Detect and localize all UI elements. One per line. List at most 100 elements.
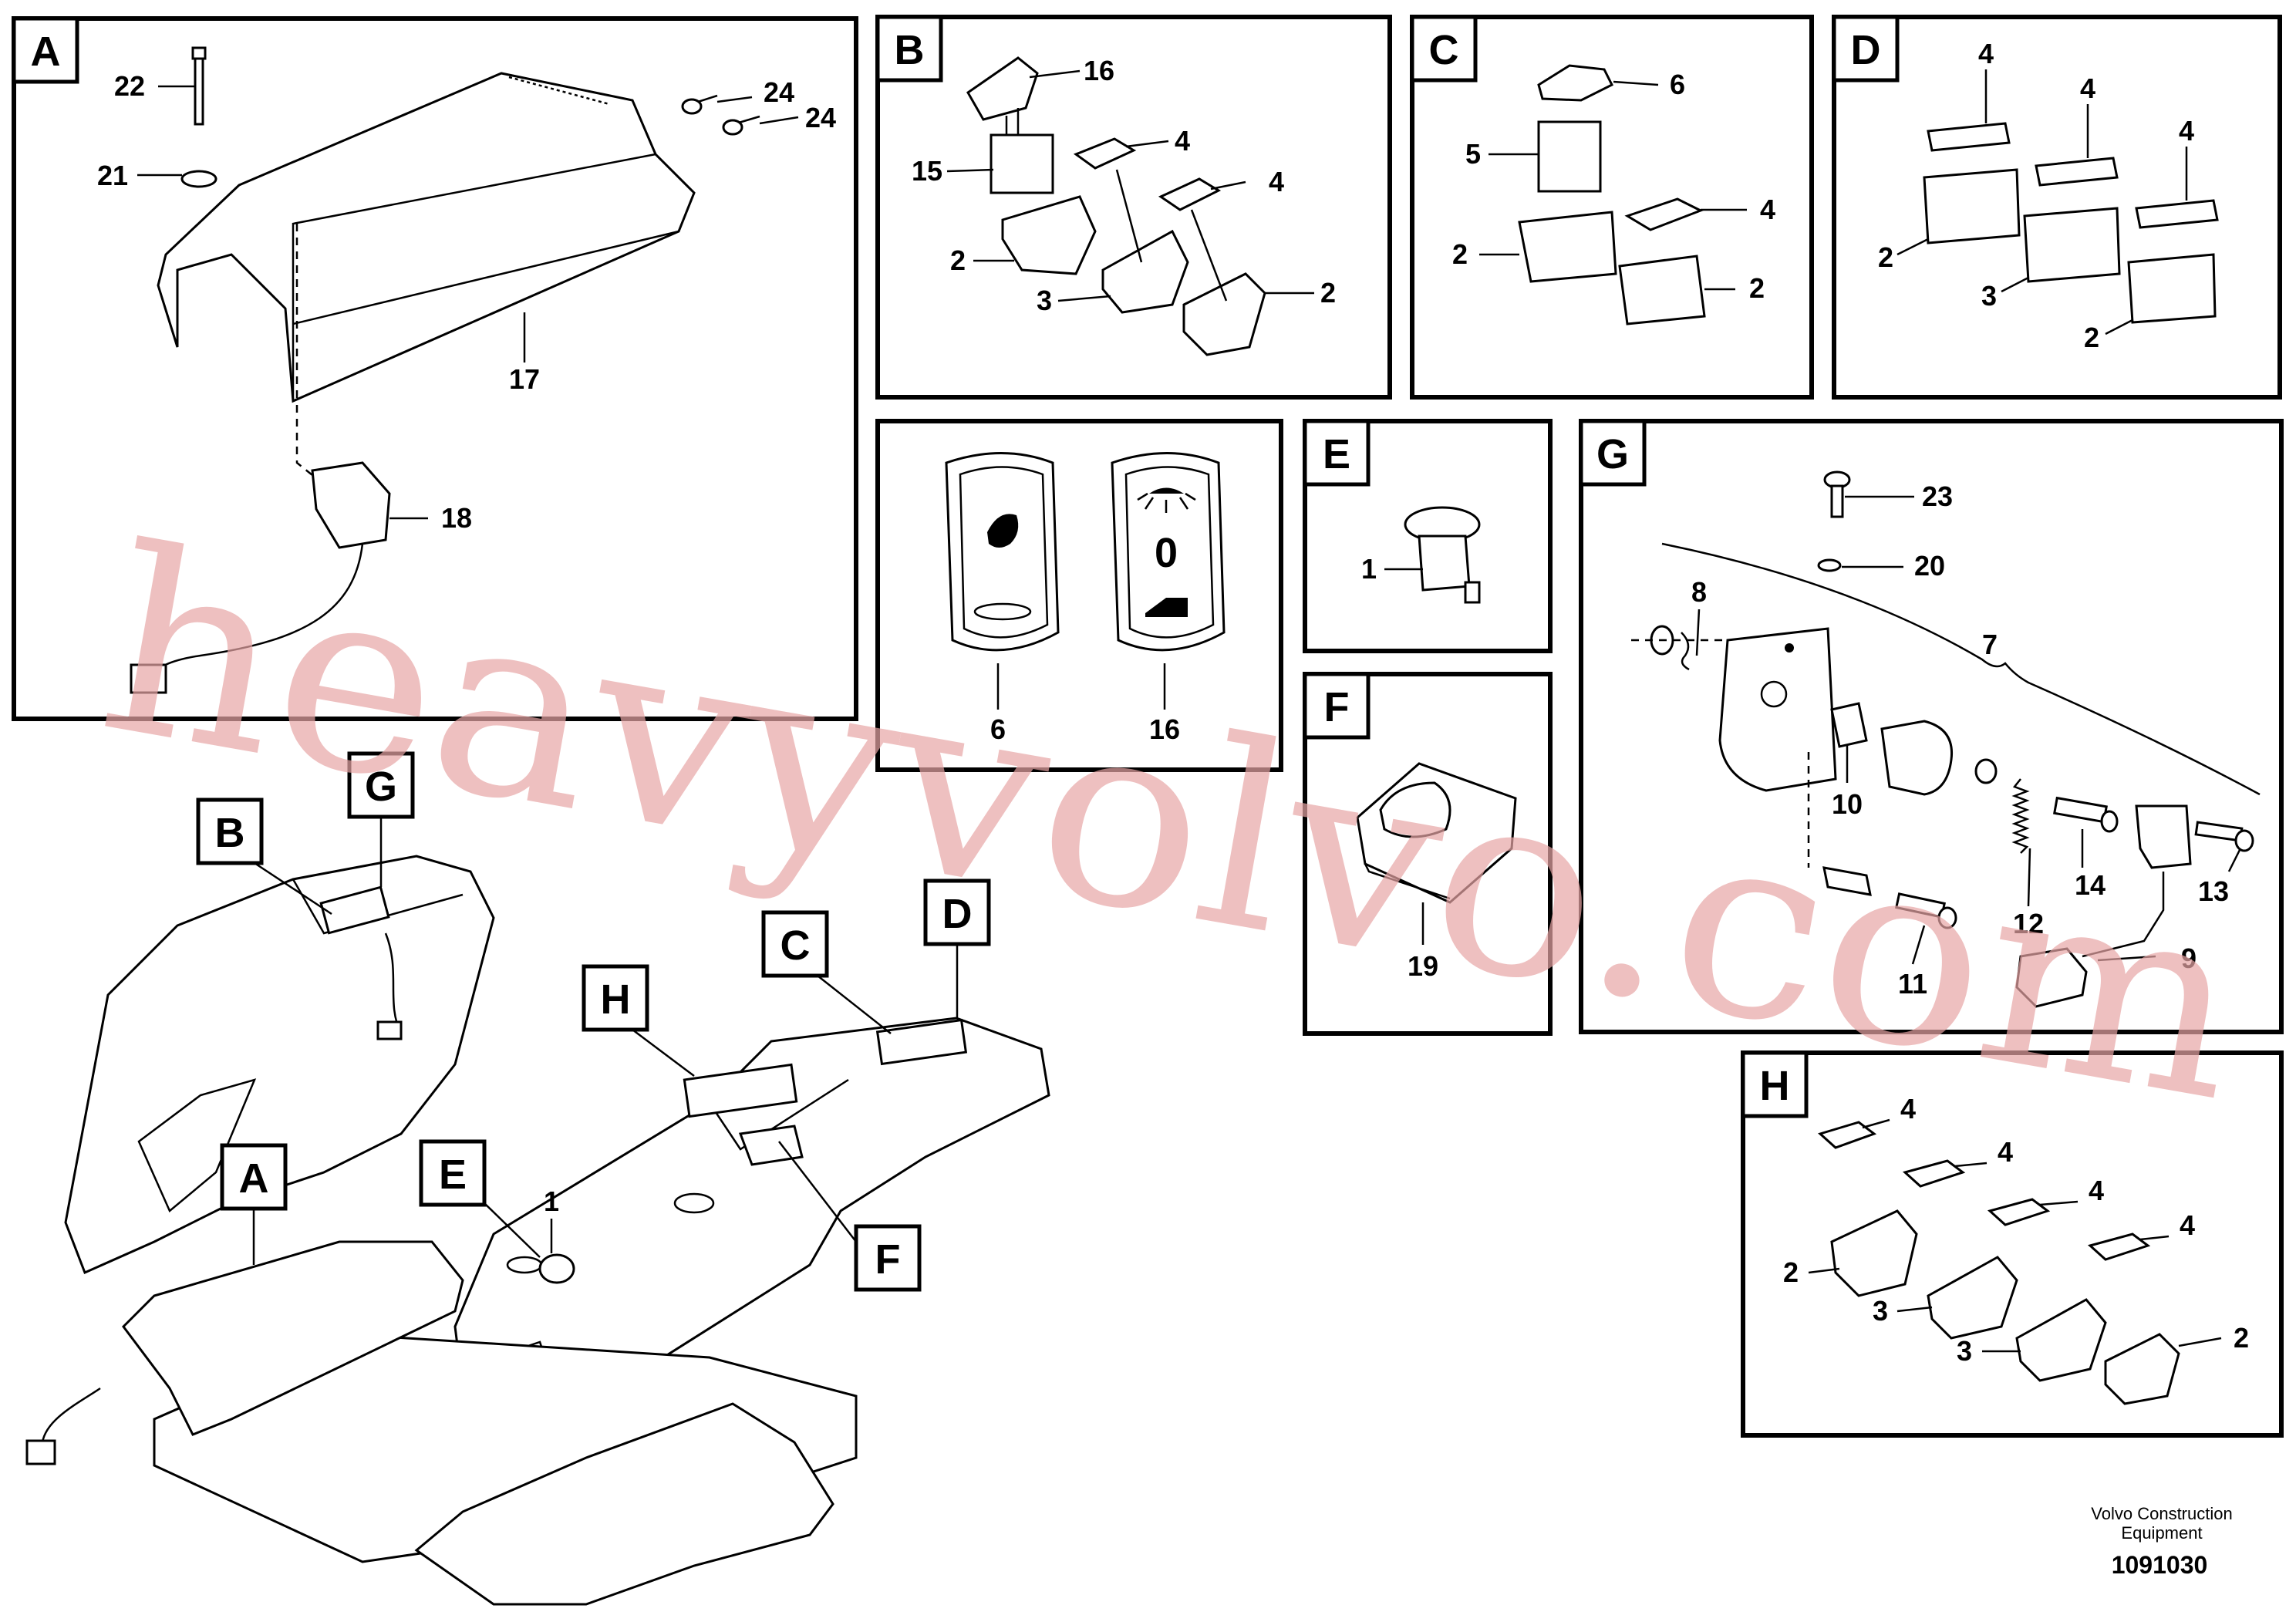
part-label-24a: 24 <box>764 76 794 108</box>
housing-part-3b <box>2015 1298 2107 1382</box>
panel-f-tag: F <box>1324 684 1350 730</box>
part-label-2a: 2 <box>1783 1256 1799 1288</box>
part-label-4b: 4 <box>1998 1136 2013 1168</box>
part-label-4a: 4 <box>1978 38 1994 69</box>
blank-cover-part-4b <box>1902 1159 1966 1188</box>
part-label-11: 11 <box>1898 968 1927 1000</box>
part-label-4b: 4 <box>1269 166 1284 197</box>
part-label-23: 23 <box>1922 481 1953 512</box>
overview-tag-c: C <box>781 922 811 969</box>
part-label-2a: 2 <box>1452 238 1468 270</box>
overview-tag-d: D <box>942 891 973 937</box>
part-label-4d: 4 <box>2180 1209 2195 1241</box>
part-label-3a: 3 <box>1873 1295 1888 1327</box>
panel-g-tag: G <box>1596 431 1629 477</box>
blank-cover-part-4c <box>1987 1198 2051 1226</box>
part-label-17: 17 <box>509 363 540 395</box>
joystick-switch-part-19 <box>1356 762 1517 904</box>
overview-tag-a: A <box>239 1155 269 1202</box>
part-label-2b: 2 <box>2234 1322 2249 1354</box>
overview-tag-e: E <box>439 1152 467 1198</box>
blank-cover-part-4d <box>2087 1233 2151 1261</box>
part-label-2b: 2 <box>1749 272 1765 304</box>
part-label-4c: 4 <box>2179 115 2194 147</box>
housing-part-2a <box>1518 211 1617 283</box>
panel-h-tag: H <box>1760 1063 1790 1109</box>
switch-body-part-5 <box>1537 120 1602 193</box>
housing-part-2b <box>2104 1333 2180 1405</box>
panel-a: A <box>12 16 858 721</box>
spring-part-12 <box>2011 778 2030 854</box>
company-name-line1: Volvo Construction <box>2091 1504 2232 1523</box>
panel-e: E 1 <box>1303 419 1553 653</box>
part-label-6: 6 <box>990 713 1006 745</box>
panel-a-tag: A <box>31 29 61 75</box>
housing-part-2a <box>1001 195 1097 275</box>
zero-symbol: 0 <box>1155 530 1178 576</box>
pin-part-14 <box>2053 796 2119 833</box>
bottom-cover <box>414 1402 834 1606</box>
part-label-19: 19 <box>1408 950 1438 982</box>
part-label-4c: 4 <box>2089 1175 2104 1206</box>
switch-body-part-15 <box>990 108 1054 194</box>
blank-cover-part-4c <box>2135 199 2219 229</box>
washer-part-20 <box>1817 558 1842 572</box>
part-label-1: 1 <box>1361 553 1377 585</box>
overview-tag-h: H <box>601 976 631 1023</box>
part-label-10: 10 <box>1832 788 1863 820</box>
panel-e-tag: E <box>1323 431 1350 477</box>
rocker-face-part-6 <box>945 452 1060 652</box>
rocker-cap-part-16 <box>966 56 1039 121</box>
company-name-line2: Equipment <box>2121 1523 2202 1543</box>
bracket <box>1718 627 1837 792</box>
rocker-cap-part-6 <box>1537 64 1614 102</box>
panel-b-tag: B <box>895 27 925 73</box>
housing-part-3 <box>2023 207 2121 283</box>
damper-knob <box>1880 720 1954 796</box>
left-console <box>64 855 495 1275</box>
harness-part-18 <box>130 405 391 694</box>
screw-part-24a <box>681 94 718 115</box>
assembly-brace-7 <box>1661 542 2261 796</box>
part-label-2a: 2 <box>1878 241 1893 273</box>
part-label-22: 22 <box>114 70 145 102</box>
clip-part-8 <box>1631 625 1728 671</box>
sensor-part-9 <box>2015 804 2192 1008</box>
cover-part-17 <box>157 72 696 403</box>
panel-h: H 4 4 4 4 2 3 3 2 <box>1741 1050 2284 1438</box>
panel-d: D 4 4 4 2 3 2 <box>1832 15 2282 400</box>
part-label-4a: 4 <box>1900 1093 1916 1125</box>
part-label-24b: 24 <box>805 102 836 133</box>
screw-part-24b <box>722 115 760 136</box>
bushing-part-10 <box>1830 702 1868 748</box>
blank-cover-part-4b <box>2035 157 2119 187</box>
part-label-4a: 4 <box>1175 125 1190 157</box>
part-label-4b: 4 <box>2080 73 2095 104</box>
overview-tag-f: F <box>875 1236 901 1283</box>
overview-assembly: B G C D H A E F 1 <box>25 751 1050 1606</box>
blank-cover-part-4b <box>1158 177 1222 211</box>
part-label-3b: 3 <box>1957 1335 1972 1367</box>
housing-part-3 <box>1101 229 1189 314</box>
part-label-3: 3 <box>1981 280 1997 312</box>
part-label-4: 4 <box>1760 194 1775 225</box>
footer: Volvo Construction Equipment 1091030 <box>2091 1504 2232 1579</box>
screw-part-23 <box>1823 470 1851 518</box>
drawing-number: 1091030 <box>2112 1551 2208 1579</box>
socket-part-1 <box>1404 506 1481 604</box>
overview-tag-b: B <box>215 810 245 856</box>
housing-part-3a <box>1927 1256 2018 1340</box>
part-label-16: 16 <box>1084 55 1114 86</box>
blank-cover-part-4a <box>1818 1121 1877 1149</box>
part-label-16: 16 <box>1149 713 1180 745</box>
part-label-2b: 2 <box>1320 277 1336 309</box>
housing-part-2a <box>1923 168 2021 244</box>
part-label-12: 12 <box>2013 908 2044 939</box>
switch-faces-panel: 0 6 16 <box>875 419 1283 772</box>
part-label-2b: 2 <box>2084 322 2099 353</box>
part-label-15: 15 <box>912 155 942 187</box>
overview-tag-g: G <box>365 764 397 810</box>
blank-cover-part-4 <box>1624 197 1704 231</box>
housing-part-2b <box>1182 272 1266 356</box>
part-label-7: 7 <box>1982 629 1998 660</box>
